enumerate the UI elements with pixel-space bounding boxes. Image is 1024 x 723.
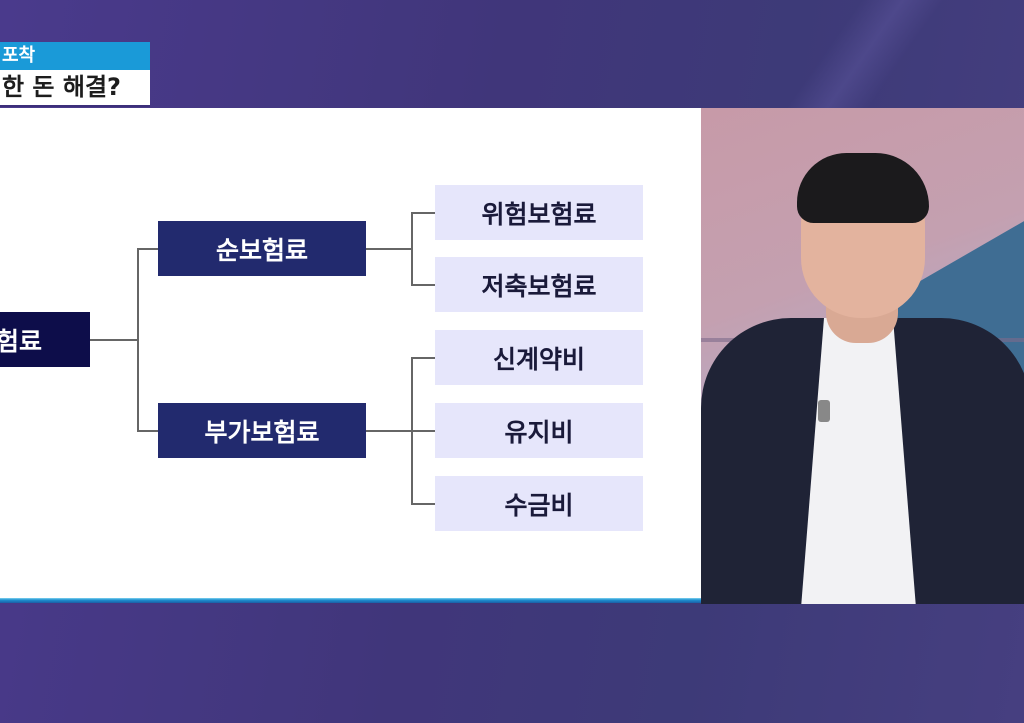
caption-top-line: 포착 — [0, 42, 150, 70]
branch-node-net-premium: 순보험료 — [158, 221, 366, 276]
connector-branch-1-out — [366, 248, 413, 250]
connector-leaf-5 — [411, 503, 435, 505]
root-node: 험료 — [0, 312, 90, 367]
caption-headline: 한 돈 해결? — [0, 70, 150, 107]
background-decoration — [700, 0, 1024, 108]
connector-branch-1-vertical — [411, 212, 413, 286]
leaf-node-acquisition-cost: 신계약비 — [435, 330, 643, 385]
branch-node-label: 순보험료 — [215, 235, 308, 265]
slide-bottom-stripe — [0, 598, 701, 603]
lapel-mic-icon — [818, 400, 830, 422]
connector-leaf-3 — [411, 357, 435, 359]
connector-leaf-4 — [411, 430, 435, 432]
leaf-node-label: 저축보험료 — [481, 271, 597, 301]
branch-node-label: 부가보험료 — [204, 417, 320, 447]
presenter-hair — [797, 153, 929, 223]
leaf-node-savings-premium: 저축보험료 — [435, 257, 643, 312]
connector-root — [90, 339, 138, 341]
leaf-node-label: 유지비 — [504, 417, 574, 447]
connector-leaf-2 — [411, 284, 435, 286]
connector-branch-1 — [137, 248, 159, 250]
connector-branch-2 — [137, 430, 159, 432]
diagram-slide: 험료 순보험료 부가보험료 위험보험료 저축보험료 신계약비 유지비 수금비 — [0, 108, 701, 598]
leaf-node-label: 위험보험료 — [481, 199, 597, 229]
news-caption: 포착 한 돈 해결? — [0, 42, 150, 107]
leaf-node-label: 수금비 — [504, 490, 574, 520]
presenter-video — [701, 108, 1024, 604]
leaf-node-risk-premium: 위험보험료 — [435, 185, 643, 240]
connector-branch-2-out — [366, 430, 413, 432]
leaf-node-maintenance-cost: 유지비 — [435, 403, 643, 458]
leaf-node-collection-cost: 수금비 — [435, 476, 643, 531]
root-node-label: 험료 — [0, 326, 43, 356]
connector-leaf-1 — [411, 212, 435, 214]
connector-root-vertical — [137, 248, 139, 431]
branch-node-loading-premium: 부가보험료 — [158, 403, 366, 458]
leaf-node-label: 신계약비 — [492, 344, 585, 374]
